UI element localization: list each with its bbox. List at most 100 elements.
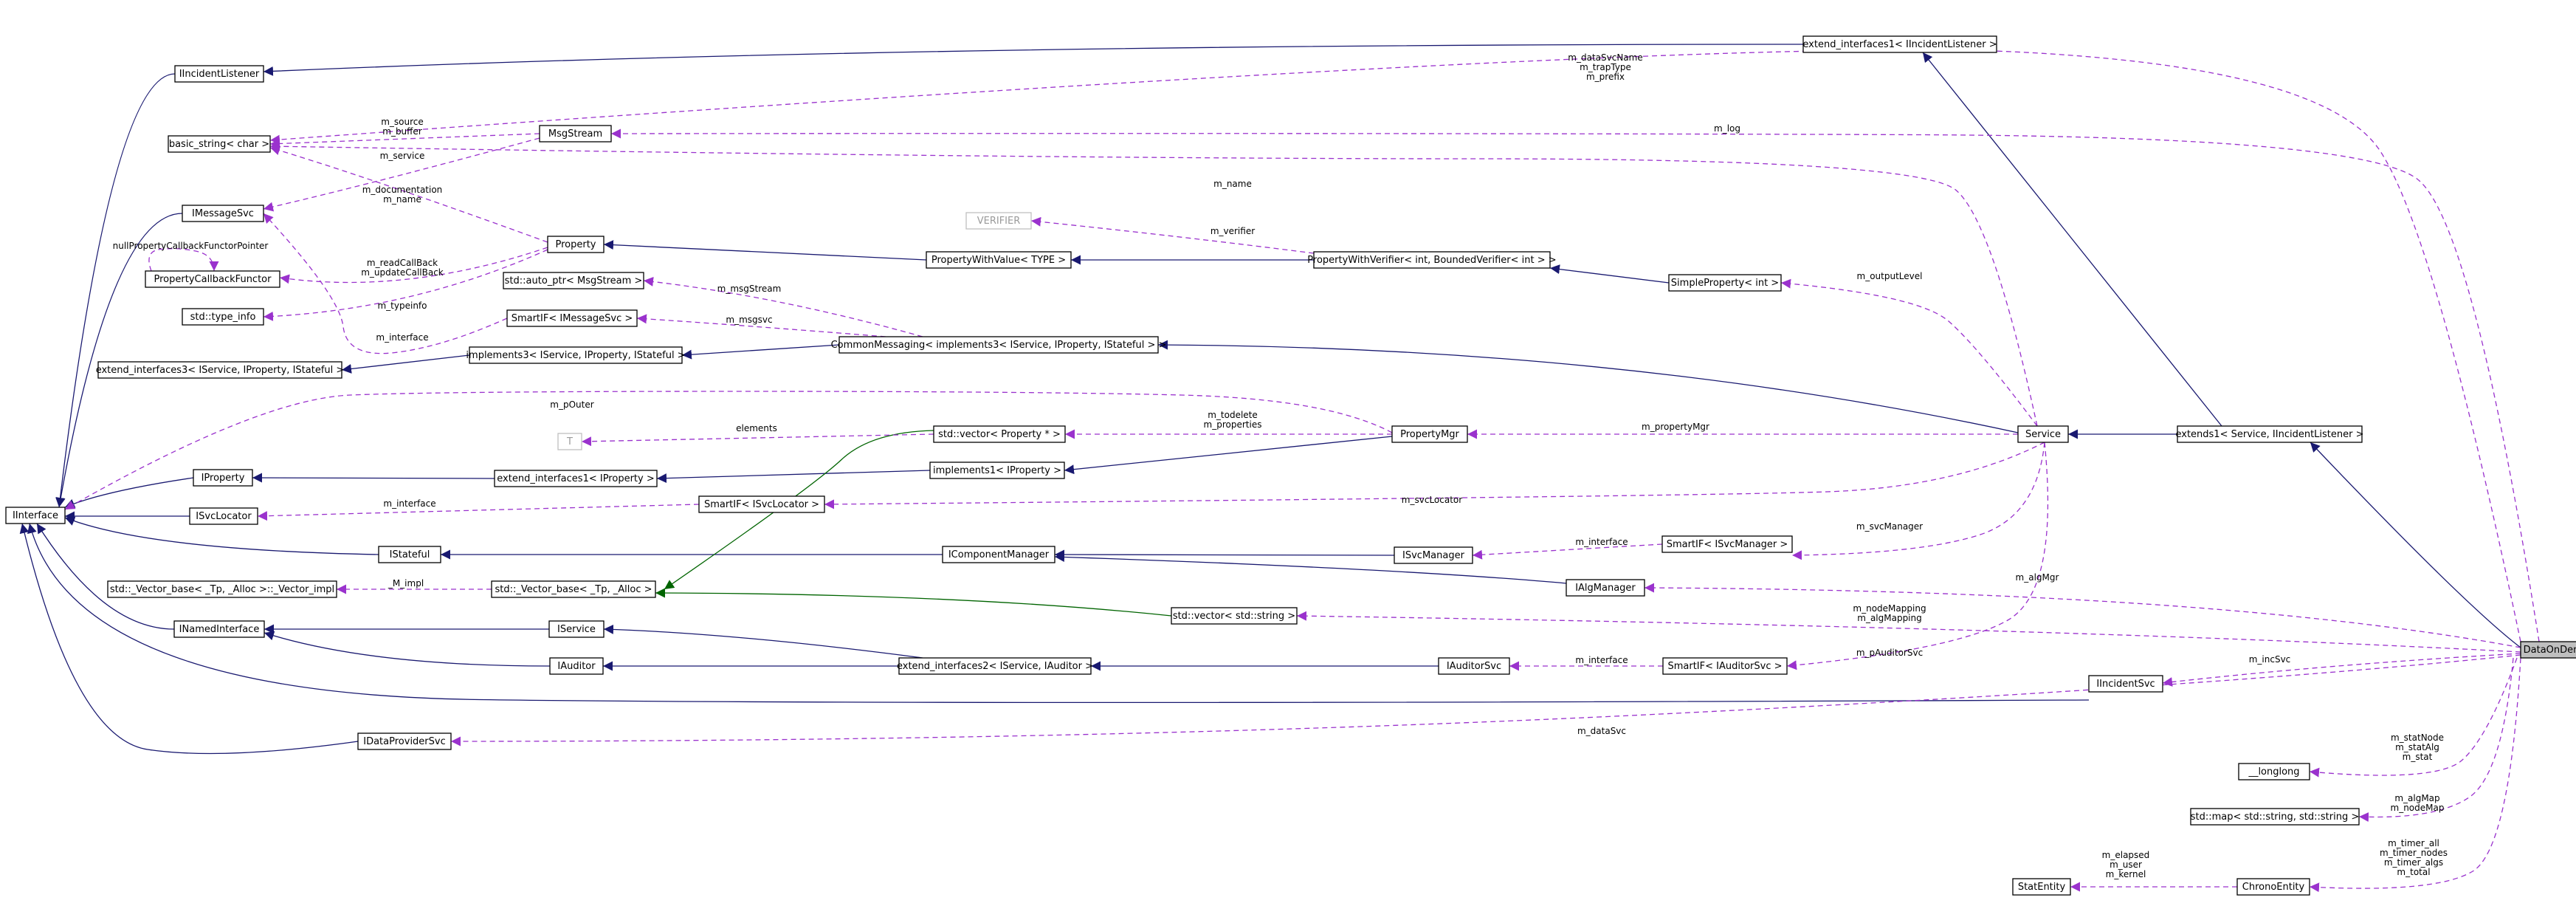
edge-label: _M_impl (388, 578, 424, 589)
class-node-extends1[interactable]: extends1< Service, IIncidentListener > (2175, 425, 2364, 443)
class-node-property[interactable]: Property (547, 236, 605, 253)
usage-edge-u14 (1780, 278, 2038, 427)
class-node-verifier[interactable]: VERIFIER (965, 212, 1032, 230)
class-node-std-type-info[interactable]: std::type_info (182, 308, 264, 326)
class-node-extend-interfaces1-iincidentlistener[interactable]: extend_interfaces1< IIncidentListener > (1802, 35, 1997, 53)
class-node-iinterface[interactable]: IInterface (5, 507, 66, 524)
class-label: std::auto_ptr< MsgStream > (505, 275, 643, 286)
class-node-std-auto-ptr[interactable]: std::auto_ptr< MsgStream > (503, 272, 644, 289)
class-node-dataondemandsvc[interactable]: DataOnDemandSvc (2520, 641, 2576, 659)
class-node-service[interactable]: Service (2017, 425, 2069, 443)
class-box (2012, 878, 2071, 896)
class-node-istateful[interactable]: IStateful (378, 546, 441, 563)
class-node-isvcmanager[interactable]: ISvcManager (1394, 546, 1473, 564)
class-node-statentity[interactable]: StatEntity (2012, 878, 2071, 896)
class-node-icomponentmanager[interactable]: IComponentManager (942, 546, 1055, 563)
class-node-vector-impl[interactable]: std::_Vector_base< _Tp, _Alloc >::_Vecto… (107, 580, 337, 598)
class-label: Property (555, 239, 596, 250)
usage-edge-u12 (643, 276, 923, 337)
usage-edge-u7 (263, 213, 508, 354)
class-node-extend-interfaces2[interactable]: extend_interfaces2< IService, IAuditor > (897, 657, 1093, 675)
class-node-isvclocator[interactable]: ISvcLocator (189, 507, 258, 525)
class-node-smartif-isvcmanager[interactable]: SmartIF< ISvcManager > (1661, 535, 1793, 553)
class-box (547, 236, 605, 253)
class-label: extend_interfaces1< IIncidentListener > (1802, 39, 1997, 50)
edge-label: m_outputLevel (1857, 271, 1923, 281)
class-node-vector-base[interactable]: std::_Vector_base< _Tp, _Alloc > (491, 580, 656, 598)
inheritance-edge-e18 (64, 516, 379, 555)
class-node-implements3[interactable]: implements3< IService, IProperty, IState… (466, 346, 686, 364)
class-label: IAuditorSvc (1447, 661, 1501, 672)
class-node-iauditor[interactable]: IAuditor (549, 657, 604, 675)
class-box (698, 495, 825, 513)
class-node-iservice[interactable]: IService (548, 620, 605, 638)
class-box (2236, 878, 2310, 896)
class-node-simpleproperty[interactable]: SimpleProperty< int > (1668, 274, 1782, 292)
class-box (357, 732, 452, 750)
class-node-iincidentlistener[interactable]: IIncidentListener (174, 65, 264, 83)
class-node-propertywithverifier[interactable]: PropertyWithVerifier< int, BoundedVerifi… (1307, 251, 1557, 269)
class-node-extend-interfaces1-iproperty[interactable]: extend_interfaces1< IProperty > (494, 470, 658, 487)
class-node-chronoentity[interactable]: ChronoEntity (2236, 878, 2310, 896)
class-node-iproperty[interactable]: IProperty (193, 469, 253, 487)
class-node-std-map[interactable]: std::map< std::string, std::string > (2190, 808, 2360, 826)
class-label: Service (2025, 429, 2061, 440)
class-label: implements3< IService, IProperty, IState… (466, 350, 685, 361)
class-label: PropertyCallbackFunctor (154, 274, 272, 285)
class-node-extend-interfaces3[interactable]: extend_interfaces3< IService, IProperty,… (96, 361, 345, 379)
class-label: std::_Vector_base< _Tp, _Alloc > (495, 584, 652, 595)
class-node-inamedinterface[interactable]: INamedInterface (173, 620, 265, 638)
edge-label: m_name (1213, 179, 1252, 189)
class-node-msgstream[interactable]: MsgStream (539, 125, 612, 143)
class-label: __longlong (2248, 766, 2299, 778)
edge-label: m_service (380, 151, 425, 161)
edge-label: m_msgsvc (726, 315, 772, 325)
class-node-longlong[interactable]: __longlong (2238, 763, 2310, 780)
class-box (838, 336, 1159, 354)
class-box (1171, 607, 1298, 625)
inheritance-edge-e13 (64, 477, 194, 508)
class-box (1313, 251, 1551, 269)
class-node-std-vector-string[interactable]: std::vector< std::string > (1171, 607, 1298, 625)
class-box (2520, 641, 2576, 659)
inheritance-edge-e7 (603, 240, 927, 261)
class-box (168, 135, 271, 153)
edge-label: m_pOuter (550, 399, 593, 410)
class-node-t[interactable]: T (557, 433, 582, 450)
class-node-ialgmanager[interactable]: IAlgManager (1566, 579, 1645, 597)
class-box (378, 546, 441, 563)
class-box (193, 469, 253, 487)
class-label: IIncidentSvc (2096, 679, 2155, 690)
class-node-idataprovidersvc[interactable]: IDataProviderSvc (357, 732, 452, 750)
class-node-smartif-isvclocator[interactable]: SmartIF< ISvcLocator > (698, 495, 825, 513)
class-box (2177, 425, 2363, 443)
class-node-implements1-iproperty[interactable]: implements1< IProperty > (929, 461, 1065, 479)
edge-label: m_algMgr (2016, 572, 2059, 583)
inheritance-edge-e2 (263, 44, 1804, 76)
class-node-propertymgr[interactable]: PropertyMgr (1391, 425, 1468, 443)
class-node-smartif-imessagesvc[interactable]: SmartIF< IMessageSvc > (506, 309, 638, 327)
class-node-std-vector-property[interactable]: std::vector< Property * > (933, 425, 1066, 443)
edge-label: elements (736, 423, 777, 433)
inheritance-edge-e6 (55, 213, 183, 508)
class-box (929, 461, 1065, 479)
class-node-iauditorsvc[interactable]: IAuditorSvc (1438, 657, 1510, 675)
class-node-smartif-iauditorsvc[interactable]: SmartIF< IAuditorSvc > (1662, 657, 1788, 675)
class-node-basic-string[interactable]: basic_string< char > (168, 135, 271, 153)
usage-edge-u10 (263, 249, 548, 321)
usage-edge-u4 (269, 141, 2038, 427)
class-node-propertycallbackfunctor[interactable]: PropertyCallbackFunctor (145, 270, 280, 288)
class-box (469, 346, 683, 364)
class-node-propertywithvalue[interactable]: PropertyWithValue< TYPE > (926, 251, 1072, 269)
class-box (1566, 579, 1645, 597)
usage-edge-u5 (610, 128, 2540, 642)
class-node-iincidentsvc[interactable]: IIncidentSvc (2088, 675, 2163, 693)
class-node-imessagesvc[interactable]: IMessageSvc (182, 205, 264, 222)
class-node-commonmessaging[interactable]: CommonMessaging< implements3< IService, … (831, 336, 1167, 354)
edge-label: m_svcManager (1856, 521, 1923, 532)
